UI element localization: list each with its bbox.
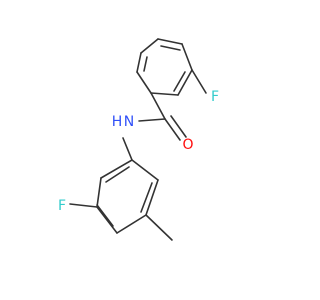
nitrogen-atom-label: N: [124, 114, 134, 130]
bond: [136, 71, 152, 94]
bond: [143, 56, 148, 72]
atom-labels: F O N H F: [58, 89, 219, 214]
bond: [150, 92, 166, 120]
bond: [145, 214, 173, 241]
bond: [136, 52, 142, 73]
bond: [105, 166, 130, 183]
bond: [181, 43, 193, 71]
bond: [140, 38, 159, 54]
bond: [170, 115, 187, 138]
bond: [150, 92, 179, 96]
bond: [131, 159, 159, 181]
bond: [160, 45, 181, 51]
bond: [122, 137, 133, 161]
bond: [116, 214, 147, 234]
bond: [145, 179, 159, 216]
bond: [164, 118, 181, 141]
bond: [157, 38, 183, 45]
structure-diagram: F O N H F: [58, 38, 219, 241]
bond: [138, 118, 166, 122]
bond: [177, 69, 193, 96]
bond: [69, 203, 98, 208]
bond: [100, 159, 133, 179]
hydrogen-atom-label: H: [112, 114, 123, 130]
molecule-canvas: F O N H F: [57, 38, 220, 241]
oxygen-atom-label: O: [182, 137, 193, 153]
bond: [96, 204, 114, 227]
fluorine-atom-label: F: [211, 89, 219, 105]
bond: [191, 69, 207, 94]
bonds: [69, 38, 207, 241]
bond: [140, 182, 153, 213]
bond: [96, 177, 102, 208]
bond: [96, 206, 118, 234]
fluorine-atom-label: F: [58, 198, 66, 214]
bond: [173, 71, 186, 92]
